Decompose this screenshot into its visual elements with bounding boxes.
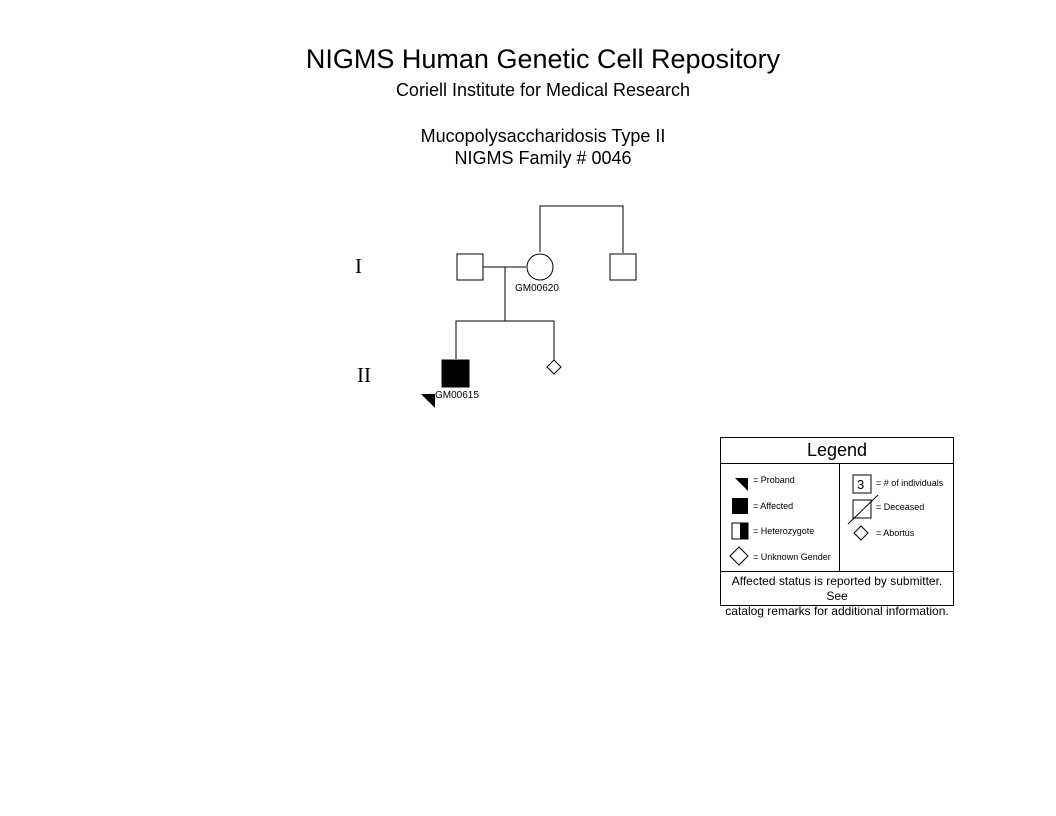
legend-count-box bbox=[852, 474, 872, 494]
generation-label: II bbox=[357, 363, 371, 387]
legend-count-number: 3 bbox=[857, 477, 865, 492]
disease-name: Mucopolysaccharidosis Type II bbox=[420, 126, 666, 146]
sample-id-label: GM00620 bbox=[515, 283, 559, 294]
individual-male-unaffected bbox=[609, 253, 637, 281]
legend-title: Legend bbox=[721, 438, 953, 464]
legend-note-line: catalog remarks for additional informati… bbox=[725, 604, 949, 618]
legend-deceased-icon bbox=[852, 499, 872, 519]
proband-arrow-icon bbox=[421, 394, 435, 408]
legend-count-label: = # of individuals bbox=[876, 478, 944, 488]
legend-deceased-label: = Deceased bbox=[876, 502, 925, 512]
sample-id-label: GM00615 bbox=[435, 390, 479, 401]
individual-male-unaffected bbox=[456, 253, 484, 281]
legend-unknown-gender-label: = Unknown Gender bbox=[753, 552, 831, 562]
legend-note-line: Affected status is reported by submitter… bbox=[731, 574, 943, 603]
legend-divider bbox=[721, 571, 953, 572]
individual-female-unaffected bbox=[526, 253, 554, 281]
legend-symbols bbox=[729, 474, 879, 566]
legend-heterozygote-label: = Heterozygote bbox=[753, 526, 815, 536]
legend-box: Legend = Proband = Affected = Heterozygo… bbox=[720, 437, 954, 618]
legend-unknown-gender-icon bbox=[729, 546, 749, 566]
legend-proband-label: = Proband bbox=[753, 475, 795, 485]
individual-abortus bbox=[546, 359, 562, 375]
legend-divider bbox=[839, 464, 840, 571]
legend-affected-icon bbox=[732, 498, 748, 514]
legend-affected-label: = Affected bbox=[753, 501, 794, 511]
family-number: NIGMS Family # 0046 bbox=[454, 148, 632, 168]
legend-abortus-label: = Abortus bbox=[876, 528, 915, 538]
generation-label: I bbox=[355, 254, 362, 278]
page-title: NIGMS Human Genetic Cell Repository bbox=[305, 44, 781, 74]
legend-abortus-icon bbox=[853, 525, 869, 541]
sibship-line-gen-0 bbox=[539, 205, 624, 253]
individual-male-affected bbox=[441, 359, 470, 388]
page-subtitle: Coriell Institute for Medical Research bbox=[395, 80, 691, 100]
legend-note: Affected status is reported by submitter… bbox=[721, 574, 953, 619]
sibship-line-gen-2 bbox=[455, 320, 555, 360]
legend-proband-icon bbox=[735, 478, 748, 491]
